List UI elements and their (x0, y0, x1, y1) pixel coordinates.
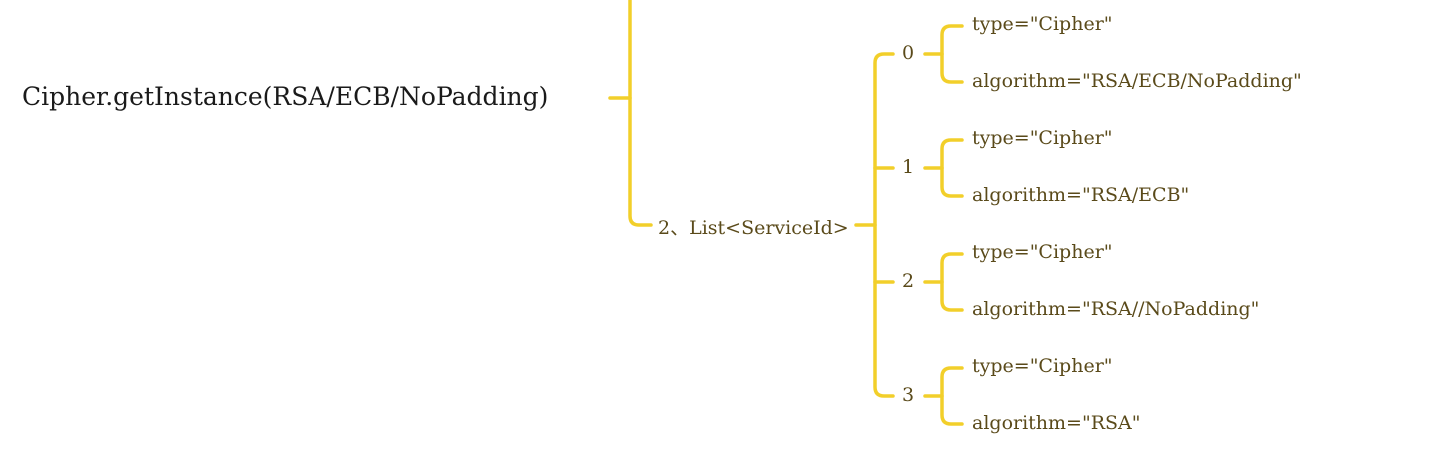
leaf-type-0[interactable]: type="Cipher" (972, 13, 1113, 35)
root-node[interactable]: Cipher.getInstance(RSA/ECB/NoPadding) (22, 82, 549, 111)
leaf-type-3[interactable]: type="Cipher" (972, 355, 1113, 377)
leaf-algorithm-1[interactable]: algorithm="RSA/ECB" (972, 184, 1190, 206)
branch-list-serviceid[interactable]: 2、List<ServiceId> (658, 217, 849, 239)
leaf-bracket-0-connector (940, 24, 964, 84)
leaf-algorithm-0[interactable]: algorithm="RSA/ECB/NoPadding" (972, 70, 1302, 92)
leaf-algorithm-2[interactable]: algorithm="RSA//NoPadding" (972, 298, 1260, 320)
leaf-type-1[interactable]: type="Cipher" (972, 127, 1113, 149)
index-node-3[interactable]: 3 (902, 384, 915, 406)
index-node-2[interactable]: 2 (902, 270, 915, 292)
index-node-0[interactable]: 0 (902, 42, 915, 64)
trunk-connector (628, 0, 653, 227)
leaf-bracket-2-connector (940, 252, 964, 312)
leaf-algorithm-3[interactable]: algorithm="RSA" (972, 412, 1141, 434)
index-bracket-connector (873, 52, 895, 398)
index-node-1[interactable]: 1 (902, 156, 915, 178)
leaf-bracket-3-connector (940, 366, 964, 426)
leaf-bracket-1-connector (940, 138, 964, 198)
leaf-type-2[interactable]: type="Cipher" (972, 241, 1113, 263)
